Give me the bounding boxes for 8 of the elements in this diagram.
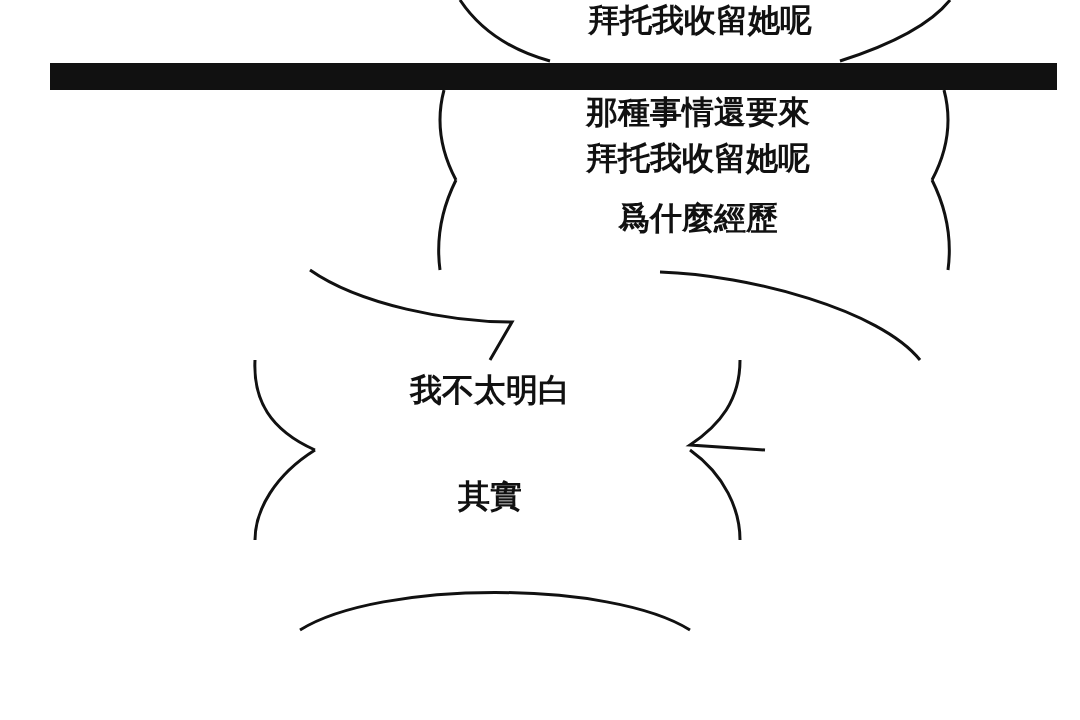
speech-text: 拜托我收留她呢 — [588, 2, 812, 38]
speech-text: 那種事情還要來 — [586, 94, 810, 130]
speech-bubble — [436, 180, 952, 270]
speech-bubble — [436, 90, 952, 180]
speech-text: 爲什麼經歷 — [618, 200, 778, 236]
speech-text: 我不太明白 — [410, 372, 570, 408]
speech-text: 拜托我收留她呢 — [586, 140, 810, 176]
speech-text: 其實 — [458, 478, 522, 514]
